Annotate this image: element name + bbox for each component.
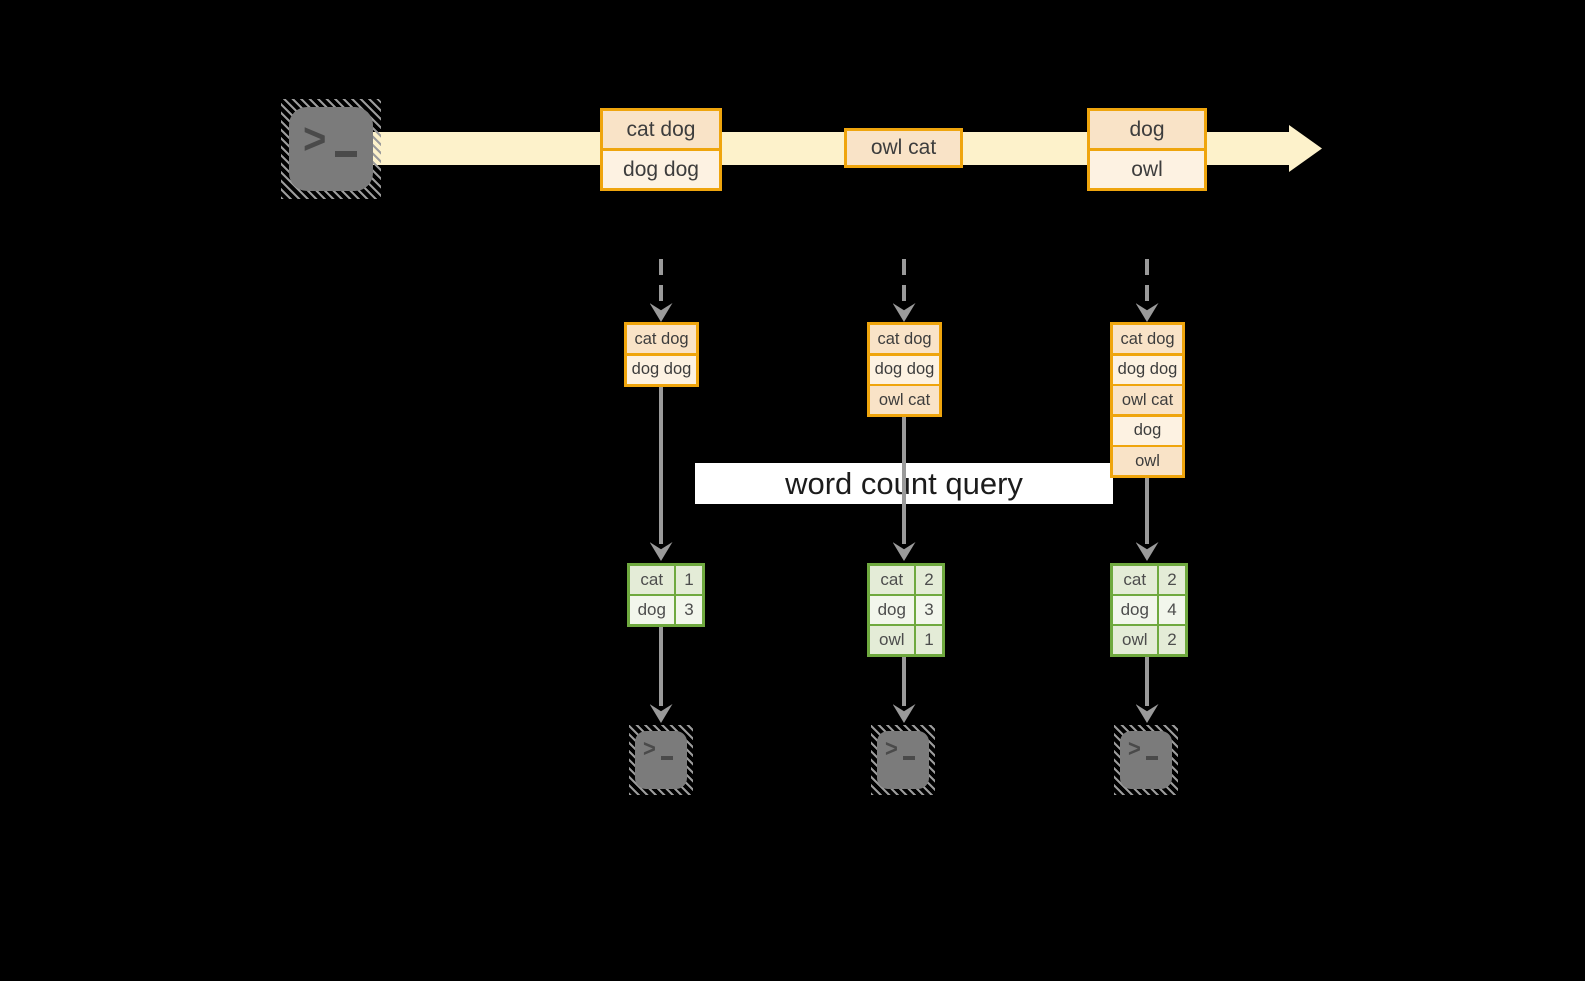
arrow-line bbox=[902, 416, 906, 544]
prompt-underscore-icon bbox=[335, 151, 357, 157]
arrowhead-icon bbox=[649, 704, 673, 723]
arrow-line bbox=[659, 386, 663, 544]
log-entry: owl cat bbox=[1113, 386, 1182, 414]
count-word: dog bbox=[1113, 596, 1157, 624]
terminal-screen: > bbox=[877, 731, 929, 789]
prompt-underscore-icon bbox=[903, 756, 915, 760]
arrowhead-icon bbox=[892, 542, 916, 561]
terminal-screen: > bbox=[1120, 731, 1172, 789]
message-line: dog bbox=[1090, 111, 1204, 148]
count-value: 2 bbox=[1159, 566, 1185, 594]
count-value: 3 bbox=[916, 596, 942, 624]
count-word: owl bbox=[1113, 626, 1157, 654]
message-line: cat dog bbox=[603, 111, 719, 148]
arrow-line bbox=[1145, 477, 1149, 544]
dashed-arrow-line bbox=[902, 259, 906, 305]
stream-message-3: dog owl bbox=[1087, 108, 1207, 191]
prompt-chevron-icon: > bbox=[885, 734, 898, 763]
message-line: owl cat bbox=[847, 131, 960, 165]
arrowhead-icon bbox=[892, 704, 916, 723]
count-word: cat bbox=[870, 566, 914, 594]
state-log-3: cat dog dog dog owl cat dog owl bbox=[1110, 322, 1185, 478]
count-value: 1 bbox=[676, 566, 702, 594]
count-value: 1 bbox=[916, 626, 942, 654]
log-entry: dog dog bbox=[1113, 355, 1182, 384]
log-entry: owl cat bbox=[870, 386, 939, 414]
arrowhead-icon bbox=[649, 542, 673, 561]
terminal-screen: > bbox=[635, 731, 687, 789]
count-word: cat bbox=[630, 566, 674, 594]
state-log-1: cat dog dog dog bbox=[624, 322, 699, 387]
arrowhead-icon bbox=[1135, 704, 1159, 723]
count-table-2: cat 2 dog 3 owl 1 bbox=[867, 563, 945, 657]
arrowhead-icon bbox=[1135, 542, 1159, 561]
log-entry: cat dog bbox=[870, 325, 939, 353]
state-log-2: cat dog dog dog owl cat bbox=[867, 322, 942, 417]
log-entry: dog dog bbox=[870, 355, 939, 384]
log-entry: dog dog bbox=[627, 355, 696, 384]
prompt-underscore-icon bbox=[1146, 756, 1158, 760]
message-line: owl bbox=[1090, 151, 1204, 188]
count-value: 4 bbox=[1159, 596, 1185, 624]
count-table-3: cat 2 dog 4 owl 2 bbox=[1110, 563, 1188, 657]
prompt-chevron-icon: > bbox=[1128, 734, 1141, 763]
count-word: owl bbox=[870, 626, 914, 654]
prompt-underscore-icon bbox=[661, 756, 673, 760]
log-entry: cat dog bbox=[1113, 325, 1182, 353]
log-entry: owl bbox=[1113, 447, 1182, 475]
dashed-arrow-line bbox=[1145, 259, 1149, 305]
stream-message-2: owl cat bbox=[844, 128, 963, 168]
source-terminal-icon: > bbox=[281, 99, 381, 199]
stream-arrowhead-icon bbox=[1289, 125, 1322, 172]
dashed-arrow-line bbox=[659, 259, 663, 305]
count-word: cat bbox=[1113, 566, 1157, 594]
consumer-terminal-icon-3: > bbox=[1114, 725, 1178, 795]
consumer-terminal-icon-1: > bbox=[629, 725, 693, 795]
arrowhead-icon bbox=[649, 303, 673, 322]
arrow-line bbox=[902, 656, 906, 706]
message-line: dog dog bbox=[603, 151, 719, 188]
count-value: 2 bbox=[1159, 626, 1185, 654]
log-entry: dog bbox=[1113, 416, 1182, 445]
count-table-1: cat 1 dog 3 bbox=[627, 563, 705, 627]
consumer-terminal-icon-2: > bbox=[871, 725, 935, 795]
count-word: dog bbox=[630, 596, 674, 624]
arrow-line bbox=[659, 626, 663, 706]
count-word: dog bbox=[870, 596, 914, 624]
arrowhead-icon bbox=[892, 303, 916, 322]
count-value: 3 bbox=[676, 596, 702, 624]
terminal-screen: > bbox=[289, 107, 373, 191]
prompt-chevron-icon: > bbox=[303, 114, 327, 164]
arrowhead-icon bbox=[1135, 303, 1159, 322]
count-value: 2 bbox=[916, 566, 942, 594]
stream-message-1: cat dog dog dog bbox=[600, 108, 722, 191]
arrow-line bbox=[1145, 656, 1149, 706]
prompt-chevron-icon: > bbox=[643, 734, 656, 763]
log-entry: cat dog bbox=[627, 325, 696, 353]
